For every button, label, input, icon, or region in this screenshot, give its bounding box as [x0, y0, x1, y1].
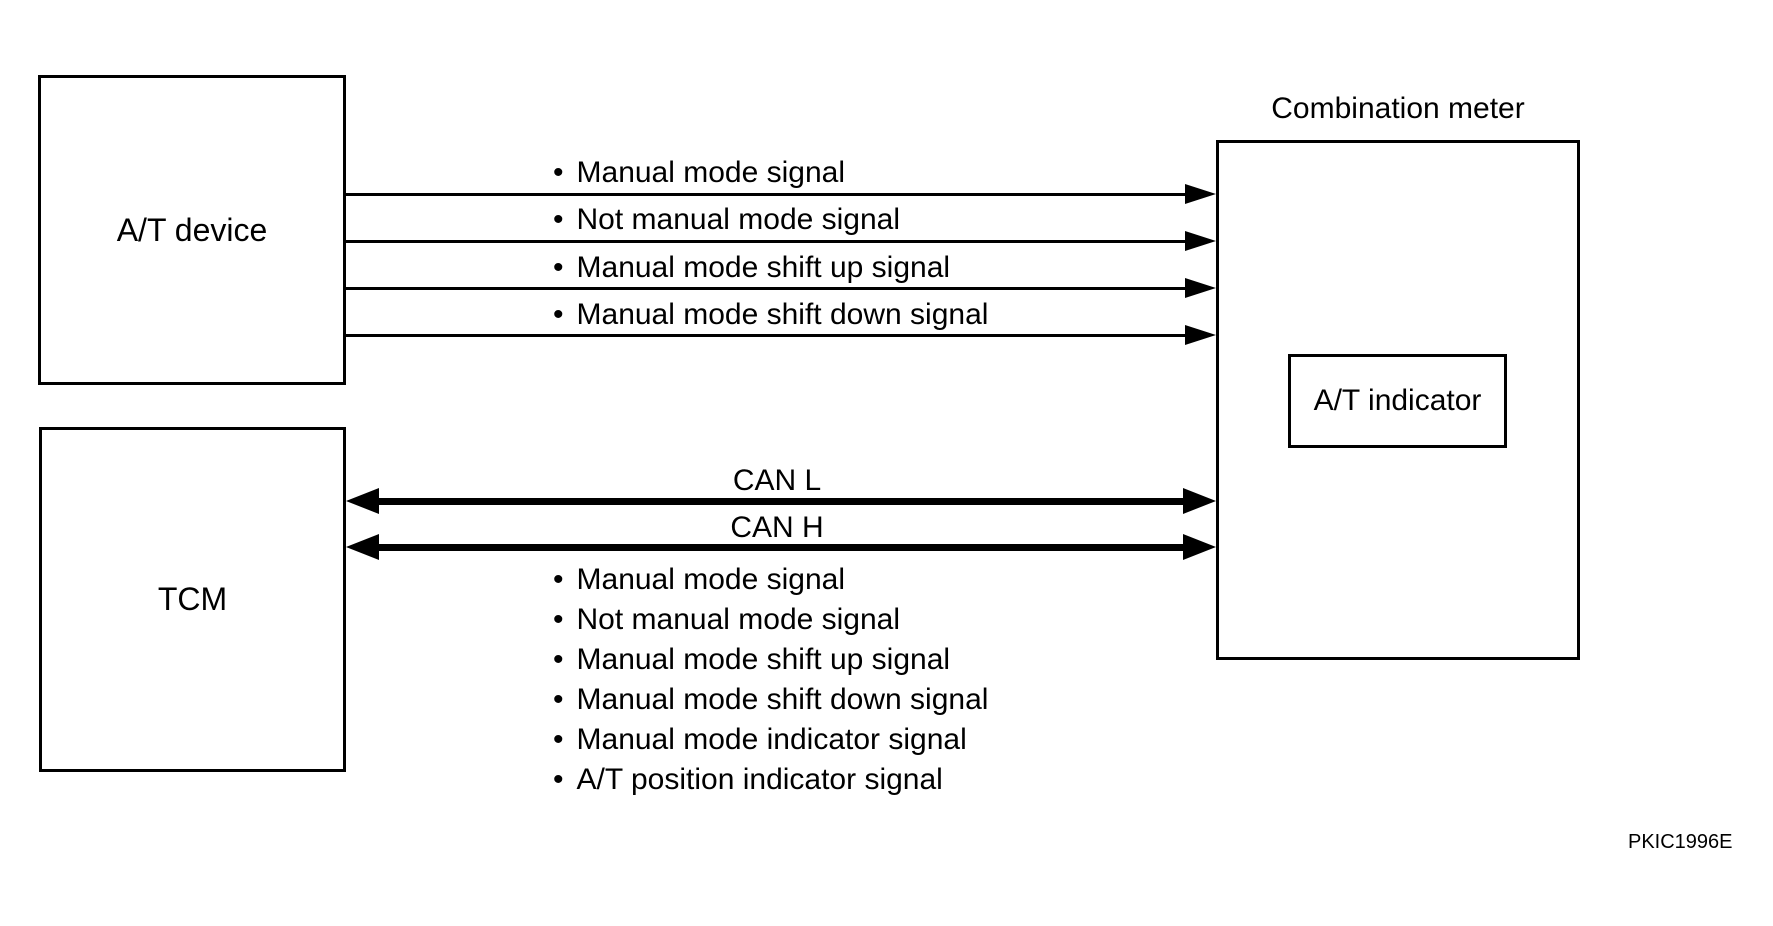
at-indicator-box: A/T indicator	[1288, 354, 1507, 448]
at-device-box: A/T device	[38, 75, 346, 385]
at-device-label: A/T device	[116, 211, 268, 248]
tcm-label: TCM	[157, 581, 228, 617]
bullet-icon: •	[553, 203, 564, 236]
signal-text: A/T position indicator signal	[576, 763, 943, 796]
at-device-signal-label: • Manual mode shift up signal	[553, 253, 950, 283]
signal-text: Manual mode signal	[576, 156, 846, 189]
list-item: • Manual mode shift down signal	[553, 680, 988, 720]
signal-text: Manual mode shift down signal	[576, 298, 989, 331]
signal-text: Not manual mode signal	[576, 203, 901, 236]
signal-arrow-shaft	[346, 334, 1194, 337]
arrowhead-left-icon	[346, 534, 379, 560]
arrowhead-right-icon	[1185, 325, 1216, 345]
bullet-icon: •	[553, 683, 564, 716]
bullet-icon: •	[553, 763, 564, 796]
signal-text: Manual mode shift up signal	[576, 251, 951, 284]
bullet-icon: •	[553, 603, 564, 636]
list-item: • A/T position indicator signal	[553, 760, 988, 800]
arrowhead-right-icon	[1185, 184, 1216, 204]
list-item: • Manual mode signal	[553, 560, 988, 600]
can-h-label: CAN H	[730, 511, 824, 544]
signal-text: Manual mode shift up signal	[576, 643, 951, 676]
figure-code: PKIC1996E	[1628, 831, 1733, 853]
bullet-icon: •	[553, 251, 564, 284]
signal-text: Manual mode indicator signal	[576, 723, 967, 756]
bullet-icon: •	[553, 156, 564, 189]
bullet-icon: •	[553, 723, 564, 756]
signal-text: Not manual mode signal	[576, 603, 901, 636]
can-l-arrow-shaft	[374, 498, 1198, 505]
bullet-icon: •	[553, 643, 564, 676]
at-device-signal-label: • Manual mode signal	[553, 158, 845, 188]
arrowhead-right-icon	[1183, 488, 1216, 514]
signal-arrow-shaft	[346, 287, 1194, 290]
at-device-signal-label: • Not manual mode signal	[553, 205, 900, 235]
list-item: • Manual mode indicator signal	[553, 720, 988, 760]
bullet-icon: •	[553, 298, 564, 331]
combination-meter-title: Combination meter	[1271, 92, 1525, 125]
list-item: • Not manual mode signal	[553, 600, 988, 640]
signal-arrow-shaft	[346, 240, 1194, 243]
tcm-signal-list: • Manual mode signal • Not manual mode s…	[553, 560, 988, 800]
can-h-arrow-shaft	[374, 544, 1198, 551]
signal-arrow-shaft	[346, 193, 1194, 196]
arrowhead-left-icon	[346, 488, 379, 514]
tcm-box: TCM	[39, 427, 346, 772]
arrowhead-right-icon	[1185, 278, 1216, 298]
at-indicator-label: A/T indicator	[1313, 384, 1482, 417]
bullet-icon: •	[553, 563, 564, 596]
signal-text: Manual mode signal	[576, 563, 846, 596]
signal-text: Manual mode shift down signal	[576, 683, 989, 716]
can-l-label: CAN L	[732, 464, 822, 497]
at-device-signal-label: • Manual mode shift down signal	[553, 300, 988, 330]
arrowhead-right-icon	[1183, 534, 1216, 560]
arrowhead-right-icon	[1185, 231, 1216, 251]
list-item: • Manual mode shift up signal	[553, 640, 988, 680]
